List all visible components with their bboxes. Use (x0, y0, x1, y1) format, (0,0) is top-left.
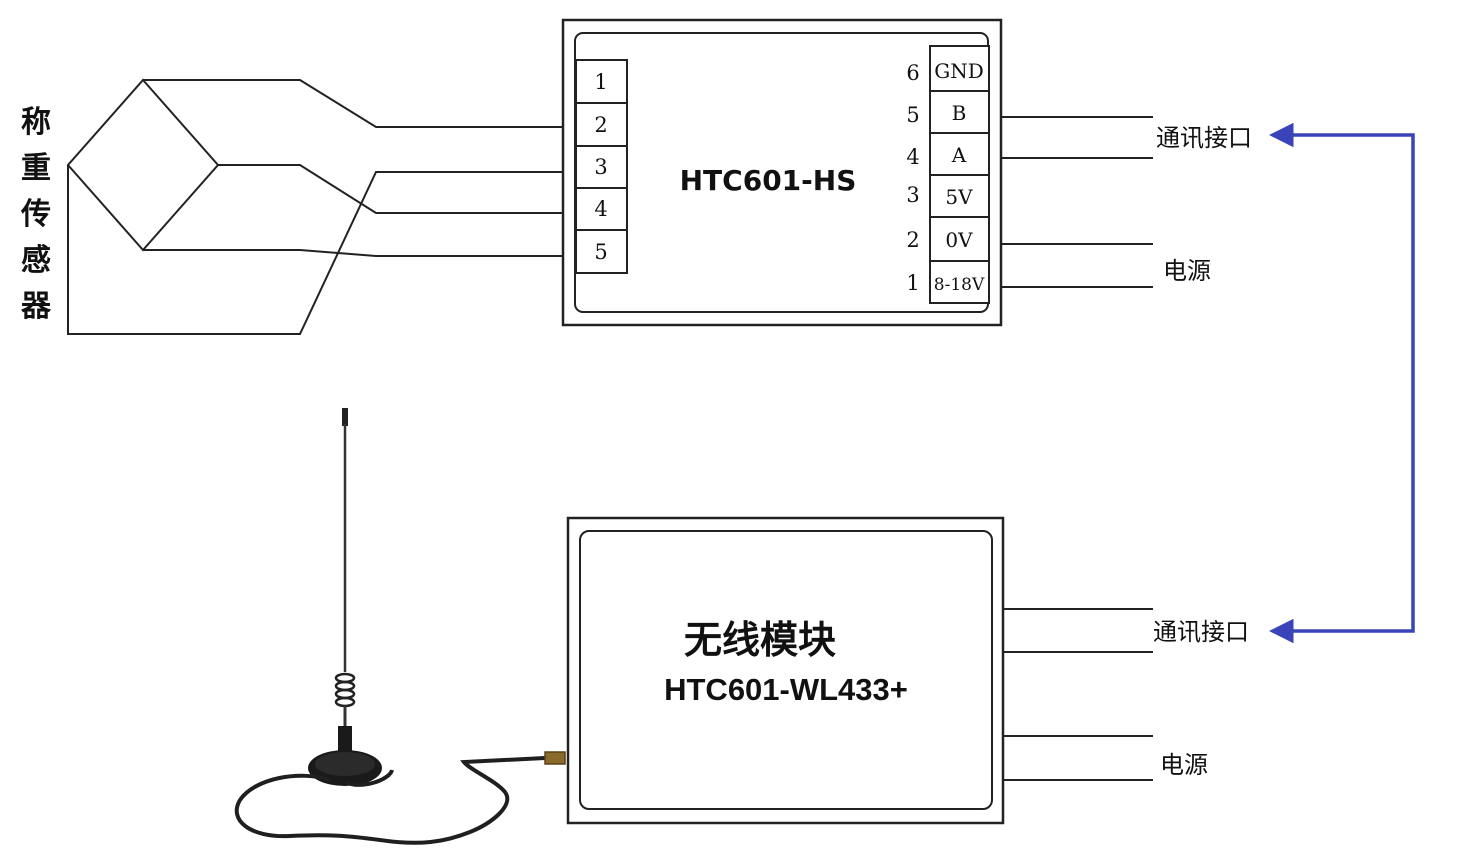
left-pin-number: 2 (594, 113, 607, 137)
sensor-label-char: 器 (20, 289, 52, 324)
left-terminal-block (575, 59, 628, 274)
sensor-label: 称 重 传 感 器 (20, 105, 52, 324)
left-pin-number: 4 (594, 197, 607, 221)
left-pin-number: 1 (594, 70, 607, 94)
amplifier-power-label: 电源 (1163, 257, 1211, 285)
comm-link-arrow (1269, 122, 1415, 644)
right-pin-label: GND (934, 59, 984, 83)
right-pin-number: 2 (906, 228, 919, 252)
right-pin-number: 6 (906, 61, 919, 85)
right-pin-label: 5V (945, 185, 973, 209)
right-terminal-block (929, 45, 990, 304)
wireless-comm-label: 通讯接口 (1153, 618, 1249, 646)
sensor-label-char: 传 (20, 197, 51, 232)
wireless-power-label: 电源 (1160, 751, 1208, 779)
right-pin-number: 4 (906, 145, 919, 169)
amplifier-output-wires (1001, 116, 1153, 288)
antenna-icon (234, 408, 566, 845)
wireless-title: 无线模块 (684, 620, 836, 662)
right-pin-label: 8-18V (934, 275, 985, 295)
right-pin-number: 3 (906, 183, 919, 207)
left-pin-number: 3 (594, 155, 607, 179)
right-pin-number: 5 (906, 103, 919, 127)
right-pin-label: B (952, 101, 967, 125)
right-pin-label: A (951, 143, 967, 167)
left-pin-number: 5 (594, 240, 607, 264)
right-pin-number: 1 (906, 271, 919, 295)
sensor-label-char: 称 (21, 105, 51, 140)
load-cell-bridge (66, 78, 563, 335)
wireless-name: HTC601-WL433+ (664, 672, 908, 707)
amplifier-name: HTC601-HS (680, 164, 857, 197)
amplifier-comm-label: 通讯接口 (1156, 124, 1252, 152)
sensor-label-char: 重 (21, 151, 51, 186)
wireless-output-wires (1003, 608, 1153, 781)
amplifier-module: 1 2 3 4 5 HTC601-HS GND B A 5V 0V 8-18V … (561, 18, 1003, 327)
right-pin-label: 0V (945, 228, 973, 252)
sensor-label-char: 感 (21, 243, 51, 278)
wireless-module: 无线模块 HTC601-WL433+ (566, 516, 1005, 825)
